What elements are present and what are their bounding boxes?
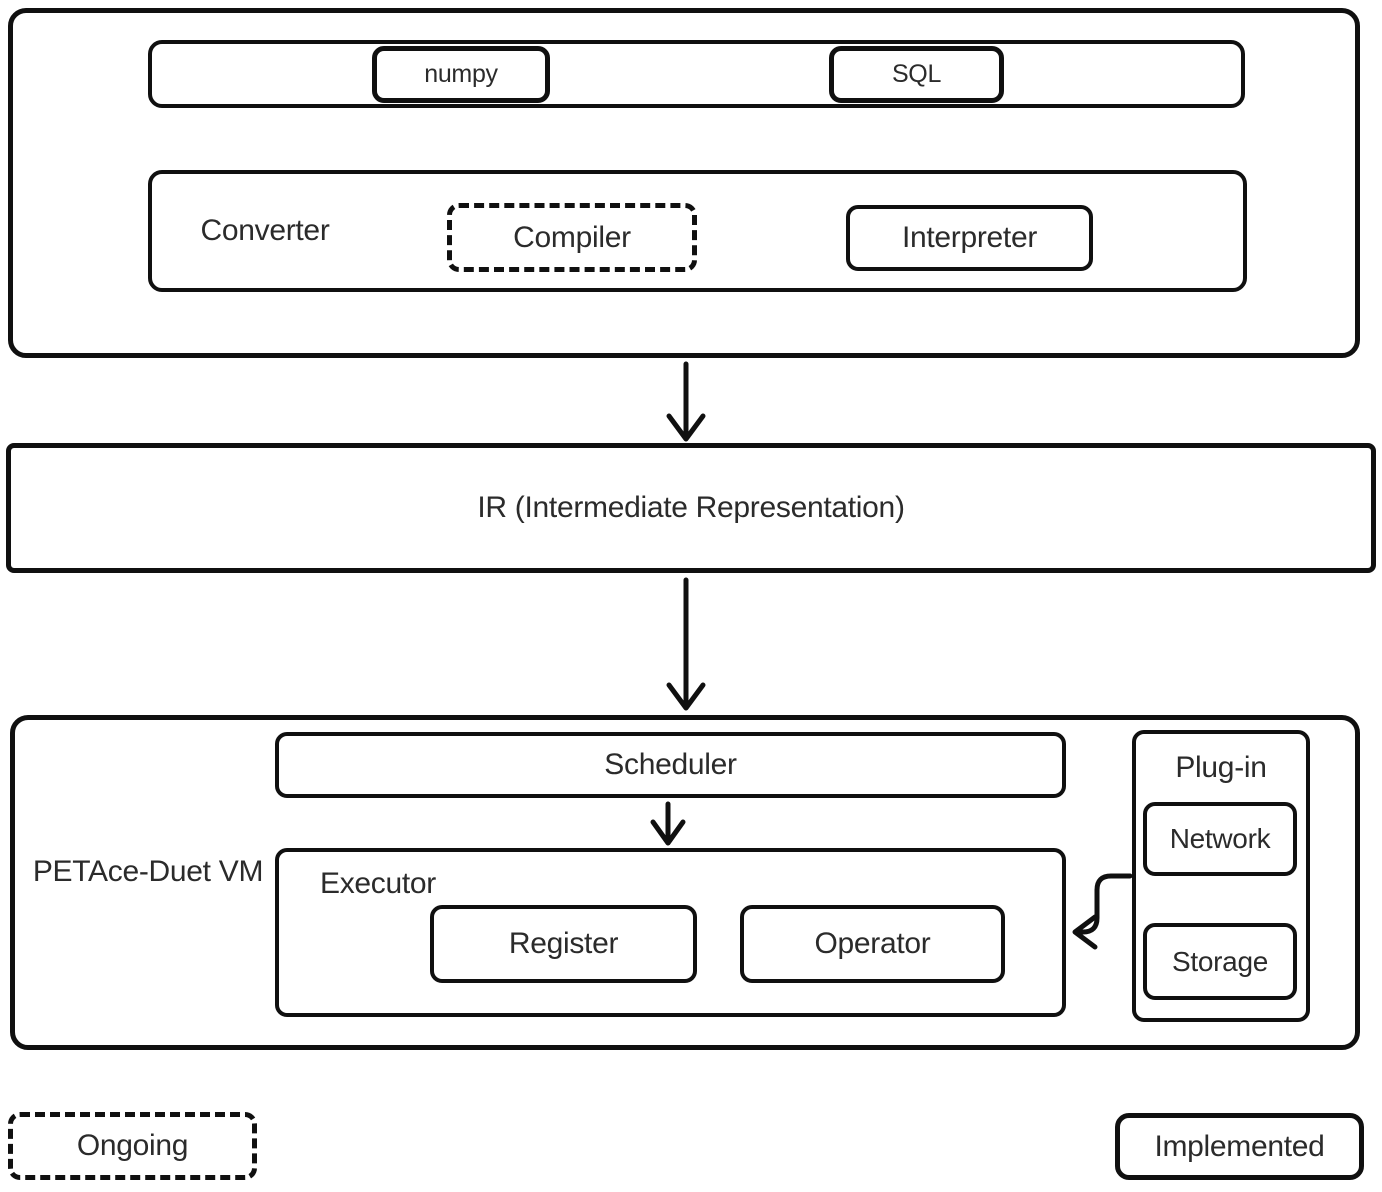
interpreter-label: Interpreter <box>901 221 1038 254</box>
legend-implemented-label: Implemented <box>1154 1129 1325 1163</box>
arrow-frontend-to-ir <box>666 361 706 442</box>
executor-label: Executor <box>320 867 436 900</box>
register-box: Register <box>430 905 697 983</box>
sql-box: SQL <box>829 46 1004 103</box>
network-label: Network <box>1169 823 1271 854</box>
scheduler-label: Scheduler <box>604 748 737 781</box>
ir-box: IR (Intermediate Representation) <box>6 443 1376 573</box>
numpy-label: numpy <box>424 60 498 88</box>
interpreter-box: Interpreter <box>846 205 1093 271</box>
storage-box: Storage <box>1143 923 1297 1000</box>
network-box: Network <box>1143 802 1297 876</box>
plugin-label: Plug-in <box>1175 751 1267 784</box>
compiler-label: Compiler <box>513 220 631 254</box>
sql-label: SQL <box>891 60 942 88</box>
operator-label: Operator <box>814 927 931 960</box>
legend-ongoing-label: Ongoing <box>76 1129 189 1162</box>
legend-implemented-box: Implemented <box>1115 1113 1364 1180</box>
languages-row-box <box>148 40 1245 108</box>
vm-label: PETAce-Duet VM <box>32 855 264 888</box>
scheduler-box: Scheduler <box>275 732 1066 798</box>
storage-label: Storage <box>1172 945 1268 977</box>
register-label: Register <box>508 927 619 960</box>
numpy-box: numpy <box>372 46 550 103</box>
ir-label: IR (Intermediate Representation) <box>477 491 905 524</box>
compiler-box: Compiler <box>447 203 697 272</box>
converter-label: Converter <box>200 214 330 247</box>
legend-ongoing-box: Ongoing <box>8 1112 257 1180</box>
arrow-ir-to-vm <box>666 577 706 711</box>
operator-box: Operator <box>740 905 1005 983</box>
